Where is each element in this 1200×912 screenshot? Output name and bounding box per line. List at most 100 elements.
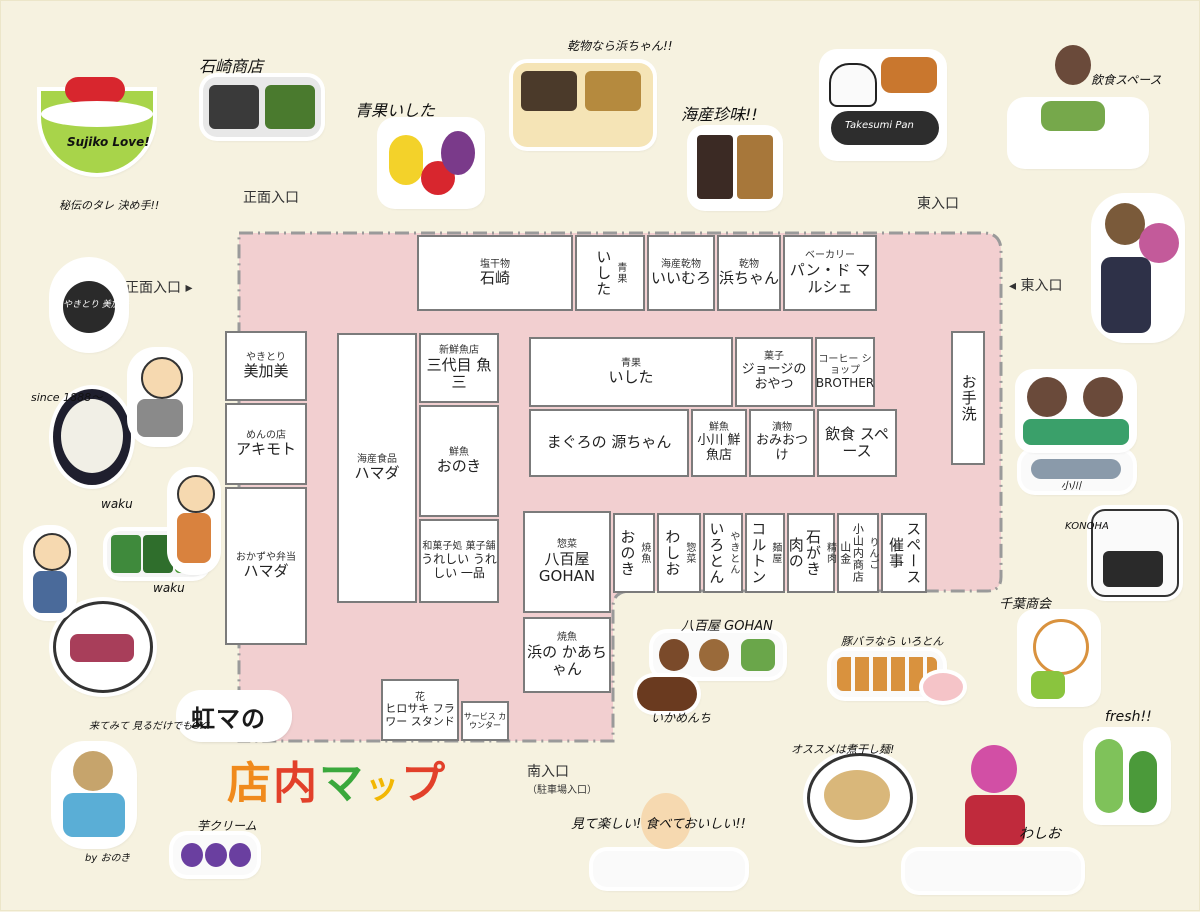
vendor-face-icon <box>641 793 691 849</box>
shop-yakizakana-hama[interactable]: 焼魚 浜の かあちゃん <box>523 617 611 693</box>
shop-ringo-sankin[interactable]: りんご 小山内商店 山金 <box>837 513 879 593</box>
shop-inshoku-space[interactable]: 飲食 スペース <box>817 409 897 477</box>
shop-kanbutsu-hamachan[interactable]: 乾物 浜ちゃん <box>717 235 781 311</box>
shop-sozai-washio[interactable]: 惣菜 わしお <box>657 513 701 593</box>
shop-category: コーヒー ショップ <box>818 353 872 377</box>
shop-yakiton-iroton[interactable]: やきとん いろとん <box>703 513 743 593</box>
shop-kashi-george[interactable]: 菓子 ジョージの おやつ <box>735 337 813 407</box>
illustration-washio <box>905 745 1081 891</box>
illustration-label: 見て楽しい! 食べておいしい!! <box>571 817 746 832</box>
apron-icon <box>177 513 211 563</box>
shop-category: 新鮮魚店 <box>439 345 479 356</box>
shop-kaisan-iimuro[interactable]: 海産乾物 いいむろ <box>647 235 715 311</box>
shop-seiniku-ishigaki[interactable]: 精肉 石がき 肉の <box>787 513 836 593</box>
rice-icon <box>41 101 153 127</box>
illustration-imo-cream <box>173 835 257 875</box>
shop-category: 漬物 <box>772 422 792 434</box>
dried-food-icon <box>585 71 641 111</box>
entrance-label: ◂ 東入口 <box>1009 278 1063 294</box>
shop-men-akimoto[interactable]: めんの店 アキモト <box>225 403 307 485</box>
title-char: 店 <box>227 758 273 809</box>
shop-name: ハマダ <box>354 464 400 483</box>
illustration-since-plate <box>53 389 131 485</box>
title-char: プ <box>401 758 447 809</box>
service-counter[interactable]: サービス カウンター <box>461 701 509 741</box>
shop-category: やきとり <box>246 351 286 363</box>
illustration-bakery: Takesumi Pan <box>823 53 943 157</box>
vegetable-icon <box>143 535 173 573</box>
illustration-label: 八百屋 GOHAN <box>681 619 773 634</box>
shop-tsukemono-omiotsuke[interactable]: 漬物 おみおつけ <box>749 409 815 477</box>
title-main: 店内マップ <box>227 747 447 811</box>
illustration-label: 千葉商会 <box>999 597 1052 612</box>
squid-pack-icon <box>697 135 733 199</box>
shop-hana-hirosaki[interactable]: 花 ヒロサキ フラワー スタンド <box>381 679 459 741</box>
seaweed-icon <box>209 85 259 129</box>
shop-seika-ishita-top[interactable]: 青果 いした <box>575 235 645 311</box>
shop-name: ジョージの おやつ <box>741 361 807 392</box>
illustration-label: waku <box>101 497 133 511</box>
shop-bakery-pan-de-marche[interactable]: ベーカリー パン・ド マルシェ <box>783 235 877 311</box>
shirt-icon <box>137 399 183 437</box>
illustration-label: 秘伝のタレ 決め手!! <box>59 199 160 212</box>
entrance-label: 正面入口 <box>243 190 299 206</box>
shop-okazu-hamada[interactable]: おかずや弁当 ハマダ <box>225 487 307 645</box>
shop-name: 小山内商店 山金 <box>838 523 865 583</box>
shop-saiji-space[interactable]: スペース 催事 <box>881 513 927 593</box>
shop-seika-ishita[interactable]: 青果 いした <box>529 337 733 407</box>
shop-category: ベーカリー <box>805 250 855 261</box>
entrance-east-top[interactable]: 東入口 <box>917 193 959 213</box>
shop-name: コルトン <box>749 521 768 585</box>
cucumber-icon <box>1129 751 1157 813</box>
entrance-front-left[interactable]: 正面入口 ▸ <box>125 277 192 297</box>
chicken-icon <box>63 281 115 333</box>
shop-sozai-yaoya-gohan[interactable]: 惣菜 八百屋 GOHAN <box>523 511 611 613</box>
illustration-label: 豚バラなら いろとん <box>841 635 944 648</box>
shop-coffee-brother[interactable]: コーヒー ショップ BROTHER <box>815 337 875 407</box>
shop-yakitori-mikami[interactable]: やきとり 美加美 <box>225 331 307 401</box>
meat-icon <box>70 634 134 662</box>
shop-name: 美加美 <box>243 362 289 381</box>
snack-pack-icon <box>737 135 773 199</box>
restroom[interactable]: お手洗 <box>951 331 985 465</box>
shop-kaisan-hamada[interactable]: 海産食品 ハマダ <box>337 333 417 603</box>
illustration-yakitori: やきとり 美加美 <box>53 261 129 349</box>
shop-menya-koruton[interactable]: 麺屋 コルトン <box>745 513 785 593</box>
dried-food-icon <box>521 71 577 111</box>
shop-name: いした <box>594 249 613 297</box>
sweet-potato-icon <box>181 843 203 867</box>
illustration-senka-watch <box>1021 613 1097 703</box>
illustration-label: 飲食スペース <box>1091 73 1162 87</box>
entrance-south[interactable]: 南入口 （駐車場入口） <box>527 761 597 796</box>
bread-icon <box>881 57 937 93</box>
shop-name: スペース 催事 <box>887 521 923 585</box>
shop-category: 海産食品 <box>357 453 397 465</box>
entrance-east-right[interactable]: ◂ 東入口 <box>1009 275 1062 295</box>
entrance-front-top[interactable]: 正面入口 <box>243 187 299 207</box>
shop-name: わしお <box>663 529 682 577</box>
person-icon <box>1105 203 1145 245</box>
shop-name: 三代目 魚 三 <box>426 355 492 391</box>
shop-sengyo-ogawa[interactable]: 鮮魚 小川 鮮魚店 <box>691 409 747 477</box>
title-brand: 虹マの <box>191 705 266 733</box>
title-char: ッ <box>365 767 401 807</box>
title-char: マ <box>319 758 365 809</box>
shop-shiohoshi-ishizaki[interactable]: 塩干物 石崎 <box>417 235 573 311</box>
shop-name: 八百屋 GOHAN <box>538 549 596 585</box>
illustration-label: 海産珍味!! <box>681 105 758 124</box>
shop-wagashi-ureshii[interactable]: 和菓子処 菓子舗 うれしい うれしい 一品 <box>419 519 499 603</box>
shop-maguro-genchan[interactable]: まぐろの 源ちゃん <box>529 409 689 477</box>
illustration-vendor <box>131 351 189 443</box>
shop-name: サービス カウンター <box>463 711 507 730</box>
apron-icon <box>1041 101 1105 131</box>
beans-icon <box>265 85 315 129</box>
illustration-waku-vendor <box>171 471 217 571</box>
shop-category: 青果 <box>621 357 641 369</box>
shop-category: 麺屋 <box>769 542 781 564</box>
shop-sandaime-uozo[interactable]: 新鮮魚店 三代目 魚 三 <box>419 333 499 403</box>
person-icon <box>73 751 113 791</box>
shop-sengyo-onoki[interactable]: 鮮魚 おのき <box>419 405 499 517</box>
shop-yakizakana-onoki[interactable]: 焼魚 おのき <box>613 513 655 593</box>
shop-category: めんの店 <box>246 429 286 441</box>
